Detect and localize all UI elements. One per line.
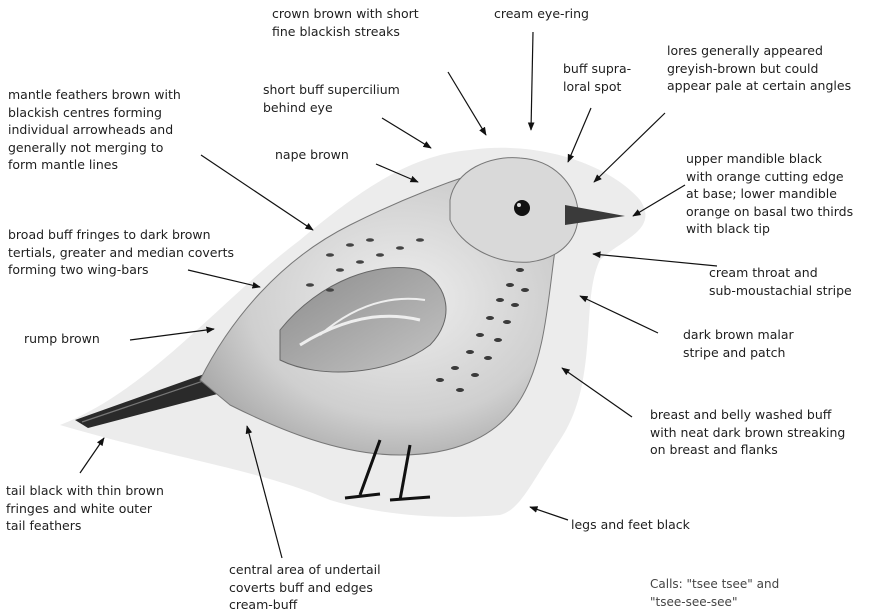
eye (514, 200, 530, 216)
label-tertials: broad buff fringes to dark brown tertial… (8, 226, 234, 279)
label-mantle: mantle feathers brown with blackish cent… (8, 86, 181, 174)
arrow-throat (593, 254, 717, 266)
arrow-malar (580, 296, 658, 333)
arrow-eye-ring (531, 32, 533, 130)
arrow-mantle (201, 155, 313, 230)
label-nape: nape brown (275, 146, 349, 164)
label-malar: dark brown malar stripe and patch (683, 326, 794, 361)
label-tail: tail black with thin brown fringes and w… (6, 482, 164, 535)
label-mandible: upper mandible black with orange cutting… (686, 150, 853, 238)
arrow-supraloral (568, 108, 591, 162)
arrow-supercilium (382, 118, 431, 148)
arrow-mandible (633, 185, 685, 216)
arrow-legs (530, 507, 568, 520)
label-breast: breast and belly washed buff with neat d… (650, 406, 845, 459)
label-lores: lores generally appeared greyish-brown b… (667, 42, 851, 95)
label-undertail: central area of undertail coverts buff a… (229, 561, 381, 613)
label-calls: Calls: "tsee tsee" and "tsee-see-see" (650, 576, 779, 611)
label-rump: rump brown (24, 330, 100, 348)
arrow-crown (448, 72, 486, 135)
label-supercilium: short buff supercilium behind eye (263, 81, 400, 116)
arrow-tail (80, 438, 104, 473)
label-eye-ring: cream eye-ring (494, 5, 589, 23)
label-supraloral: buff supra- loral spot (563, 60, 631, 95)
arrow-lores (594, 113, 665, 182)
label-legs: legs and feet black (571, 516, 690, 534)
label-throat: cream throat and sub-moustachial stripe (709, 264, 852, 299)
label-crown: crown brown with short fine blackish str… (272, 5, 419, 40)
